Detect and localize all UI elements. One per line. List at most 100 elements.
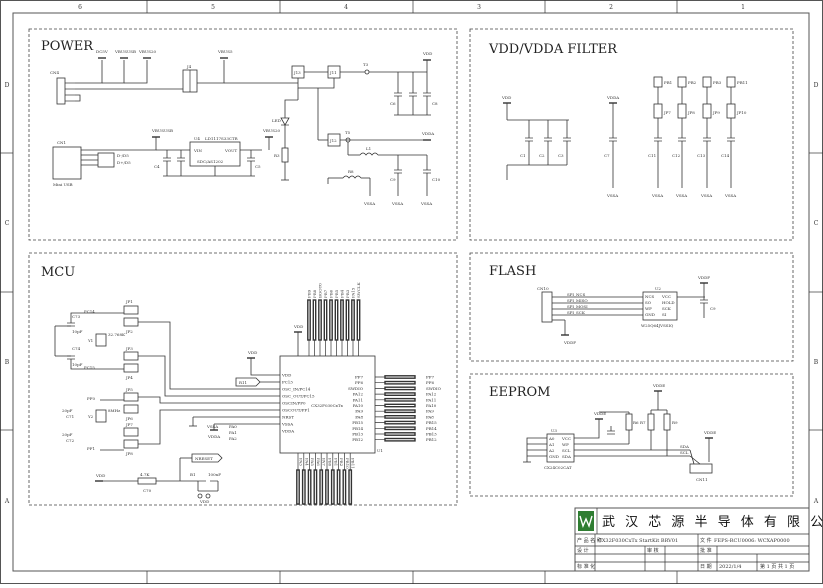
mcu-pin-label: PA3 [299,458,304,466]
zone-label-top: 6 [78,4,82,11]
filter-cap-label: C7 [604,153,610,158]
mcu-pin-bus [312,299,317,341]
company-logo [578,511,594,531]
eeprom-pin: SCL [562,448,571,453]
mcu-net-label: PB13 [426,432,437,437]
usb-pin-label: D+/D5 [117,160,131,165]
pc15-label: PC15 [84,365,95,370]
flash-pin: NCS [645,294,655,299]
mcu-pin-bus [384,403,416,408]
pc14-label: PC14 [84,309,95,314]
rail-label: VBUS5 [217,49,233,54]
r8-part [342,175,362,179]
mcu-pin-label: SWCLK [356,281,361,298]
vbususb-label: VBUSUSB [151,128,173,133]
product-name: CX32F030CxTx StartKit BRV01 [598,538,678,544]
zone-label-top: 5 [211,4,215,11]
jp-label: JP8 [125,451,133,456]
vdda-label: VDDA [207,434,220,439]
vssa-label: VSSA [363,201,375,206]
jp-label: JP2 [125,329,133,334]
mcu-net-label: PB15 [426,420,437,425]
mcu-oscillator-block: PC14 JP1 JP2 Y1 32.768K C73 C74 10pF 10p… [54,299,280,456]
company-name: 武 汉 芯 源 半 导 体 有 限 公 司 [602,515,823,530]
flash-signals: SPI_NCS SPI_MISO SPI_MOSI SPI_SCK [552,292,643,316]
xtal-label: 32.768K [108,332,126,337]
sheet-number: 第 1 页 共 1 页 [760,563,794,570]
mcu-pin-bus [384,415,416,419]
approve-label: 批 准 [700,547,712,554]
mcu-pin-label: PB1 [333,458,338,466]
cap-val: 10pF [72,329,83,334]
mcu-pin-label: PB12 [352,437,363,442]
row-label: 标 准 化 [577,563,595,570]
vcc-label: PB3 [713,80,722,85]
mcu-pin-bus [384,386,416,391]
mcu-chip-name: CX32F030CxTx [311,403,343,408]
vdde-label: VDDE [593,411,606,416]
nreset-label: NRESET [195,456,213,461]
eeprom-pin: A1 [548,442,554,447]
u2-label: U2 [655,286,661,291]
mcu-pin-bus [301,469,306,505]
jp-label: JP7 [125,422,133,427]
mcu-pin-bus [307,299,311,341]
power-section: POWER DC5V VBUSUSB VBUS20 VBUS5 CN4 J4 [28,28,458,241]
vdd-label: VDD [422,51,432,56]
mcu-pin-bus [384,437,416,442]
pf0-label: PF0 [87,396,95,401]
filter-vssa-label: VSSA [651,193,663,198]
mcu-pin-bus [330,469,335,505]
cn4-connector: CN4 [50,70,75,105]
vdd-caps: C6 C8 [390,72,438,116]
filter-cap-label: C2 [539,153,545,158]
r8-label: R8 [348,169,354,174]
cn1-label: CN1 [57,140,66,145]
filter-cap-label: C12 [672,153,681,158]
r11-vdd-label: VDD [95,473,105,478]
cap-label: C10 [432,177,441,182]
inner-frame [12,12,810,572]
zone-label-side: A [4,498,10,505]
mcu-pin-label: VSSA [281,422,293,427]
u3-label: U3 [551,428,557,433]
mcu-chip [279,355,376,454]
eeprom-section: EEPROM U3 A0 A1 A2 GND VCC WP SCL SDA CX… [469,373,794,497]
pc13-flag [235,377,261,387]
mcu-pin-label: PA10 [353,403,364,408]
mcu-net-label: PB12 [426,437,437,442]
j4-label: J4 [186,64,192,69]
c74-label: C74 [72,346,81,351]
mcu-pin-bus [351,299,355,341]
mcu-pin-label: PB2 [339,458,344,467]
flash-pin: HOLD [662,300,675,305]
zone-label-side: D [5,82,10,89]
mcu-pin-bus [313,469,318,505]
vdde-label: VDDE [703,430,716,435]
mcu-pin-label: OSC_IN/PC14 [282,387,311,392]
flash-pin: WP [645,306,652,311]
filter-section-title: VDD/VDDA FILTER [488,42,618,57]
jp-label: JP6 [125,416,133,421]
mcu-pin-bus [325,469,329,505]
mcu-pin-label: OSCIN/PF0 [282,401,306,406]
flash-pin: SO [645,300,652,305]
mcu-net-label: PA12 [426,392,437,397]
c73-label: C73 [72,314,81,319]
mcu-pin-label: PB4 [340,289,345,298]
mcu-pin-bus [342,469,347,505]
filter-vdd-caps: C1 C2 C3 [506,120,571,180]
zone-label-side: D [814,82,819,89]
t3-label: T3 [363,62,369,67]
pa-label: PA0 [229,424,237,429]
mcu-pin-bus [348,469,353,505]
t5-label: T5 [345,130,351,135]
mcu-left-pins: VDDPC13OSC_IN/PC14OSC_OUT/PC15OSCIN/PF0O… [281,373,315,434]
cap-label: C6 [390,101,396,106]
eeprom-chip [546,433,575,463]
mcu-pin-bus [318,299,322,341]
flash-pin: SCK [662,306,672,311]
u4-part: LD1117S33CTR [205,136,239,141]
doc-label: 文 件 [700,537,712,544]
mcu-net-label: SWDIO [426,386,442,391]
